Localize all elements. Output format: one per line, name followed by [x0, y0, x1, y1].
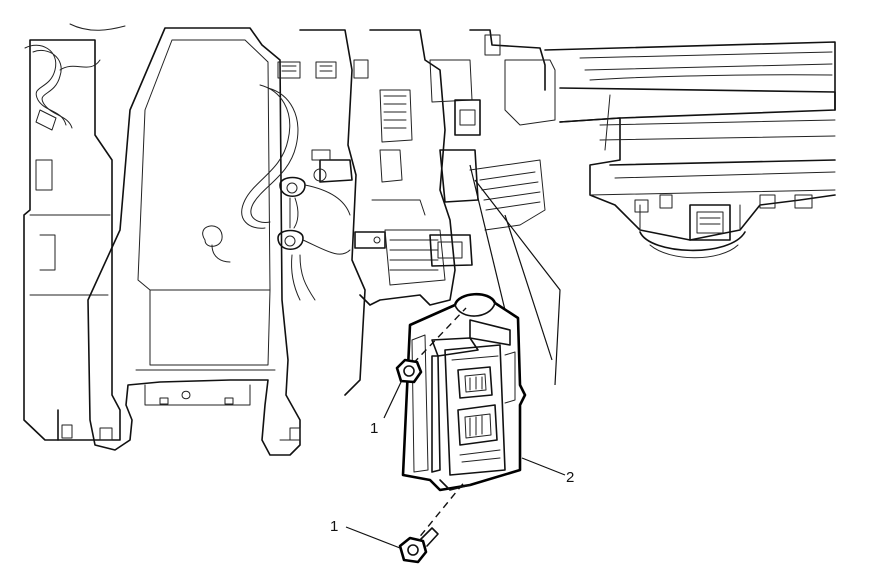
hvac-case: [359, 29, 556, 306]
callout-bolt-upper: 1: [370, 379, 403, 437]
callout-module: 2: [521, 457, 574, 486]
blower-motor-control-module: [401, 292, 527, 492]
blower-motor-assembly: [544, 41, 836, 259]
callout-label: 1: [370, 420, 378, 437]
center-harness-area: [277, 29, 386, 396]
bolt-lower: [398, 479, 467, 564]
left-panel-structure: [23, 23, 301, 456]
callout-label: 2: [566, 469, 574, 486]
callout-label: 1: [330, 518, 338, 535]
bolt-upper: [395, 307, 467, 384]
alignment-lines: [469, 164, 561, 386]
callout-bolt-lower: 1: [330, 518, 401, 549]
